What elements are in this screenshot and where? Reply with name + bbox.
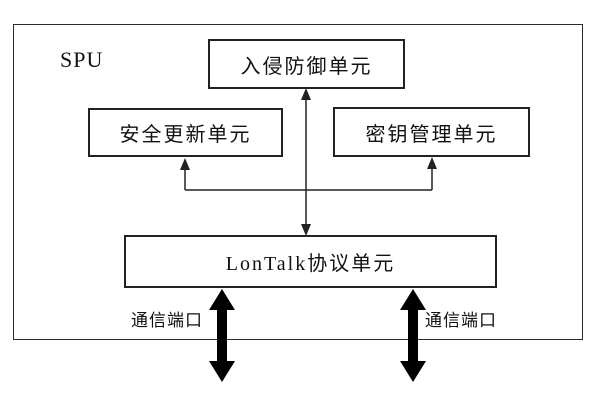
- box-lontalk-protocol-label: LonTalk协议单元: [225, 253, 396, 275]
- box-lontalk-protocol-unit: LonTalk协议单元: [124, 235, 497, 288]
- port-label-left: 通信端口: [131, 311, 203, 330]
- spu-label: SPU: [60, 47, 104, 72]
- box-security-update-unit: 安全更新单元: [88, 108, 283, 157]
- right-port-arrowhead-down-icon: [400, 361, 426, 382]
- left-port-arrowhead-down-icon: [209, 361, 235, 382]
- box-key-management-unit: 密钥管理单元: [333, 107, 530, 157]
- box-key-management-label: 密钥管理单元: [365, 123, 498, 146]
- port-label-right: 通信端口: [425, 311, 497, 330]
- box-intrusion-prevention-label: 入侵防御单元: [240, 55, 373, 78]
- box-security-update-label: 安全更新单元: [119, 124, 252, 146]
- box-intrusion-prevention-unit: 入侵防御单元: [208, 39, 405, 89]
- spu-boundary-box: [13, 24, 583, 340]
